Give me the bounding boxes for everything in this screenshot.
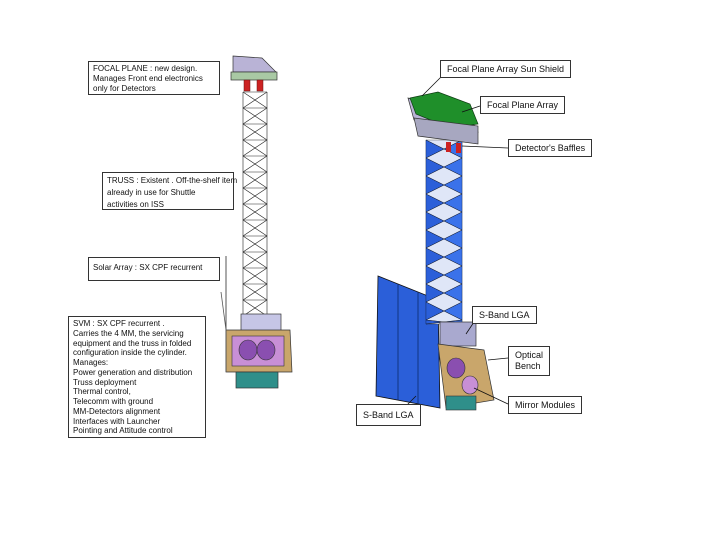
right-truss (425, 139, 463, 325)
callout-solar-array: Solar Array : SX CPF recurrent (88, 257, 220, 281)
right-mirror-module-2 (461, 375, 479, 395)
callout-solar-array-line: Solar Array : SX CPF recurrent (93, 263, 203, 272)
truss-brace (242, 155, 268, 173)
callout-svm-line: Pointing and Attitude control (73, 426, 173, 436)
callout-svm-line: Power generation and distribution (73, 367, 193, 377)
truss-brace (242, 91, 268, 109)
callout-svm-line: equipment and the truss in folded (73, 338, 192, 348)
leader-focal-plane-array (461, 105, 481, 113)
callout-svm-line: Manages: (73, 358, 109, 367)
callout-svm-line: Thermal control, (73, 387, 131, 397)
left-truss (242, 91, 268, 317)
label-detectors-baffles: Detector's Baffles (508, 139, 593, 157)
truss-brace (425, 265, 463, 285)
callout-svm: SVM : SX CPF recurrent . Carries the 4 M… (68, 316, 206, 438)
left-mirror-module-2 (256, 339, 276, 361)
truss-brace (425, 157, 463, 177)
truss-brace (242, 235, 268, 253)
right-svm-base (445, 395, 477, 411)
truss-brace (242, 251, 268, 269)
truss-brace (242, 267, 268, 285)
leader-sband-lga-top (465, 321, 475, 335)
truss-brace (425, 283, 463, 303)
callout-focal-plane-line: FOCAL PLANE : new design. (93, 64, 198, 73)
left-focal-plane-plate (230, 71, 278, 81)
truss-brace (425, 175, 463, 195)
truss-brace (242, 123, 268, 141)
callout-svm-line: Carries the 4 MM, the servicing (73, 328, 184, 338)
callout-truss-line: activities on ISS (107, 200, 164, 209)
callout-svm-line: Truss deployment (73, 377, 137, 387)
callout-svm-line: SVM : SX CPF recurrent . (73, 319, 165, 328)
callout-truss: TRUSS : Existent . Off-the-shelf item al… (102, 172, 238, 210)
truss-brace (425, 247, 463, 267)
truss-brace (425, 229, 463, 249)
label-mirror-modules: Mirror Modules (508, 396, 583, 414)
truss-brace (242, 107, 268, 125)
truss-brace (425, 211, 463, 231)
truss-brace (242, 139, 268, 157)
truss-brace (242, 219, 268, 237)
callout-focal-plane: FOCAL PLANE : new design. Manages Front … (88, 61, 220, 95)
right-detector-baffle-2 (456, 143, 461, 153)
right-focal-plane-array (409, 91, 479, 129)
label-optical-bench: Optical Bench (508, 346, 551, 376)
left-detector-baffle-2 (256, 79, 264, 92)
label-focal-plane-array: Focal Plane Array (480, 96, 566, 114)
callout-svm-line: configuration inside the cylinder. (73, 348, 187, 358)
callout-truss-line: TRUSS : Existent . Off-the-shelf item (107, 176, 238, 185)
truss-brace (242, 299, 268, 317)
left-detector-baffle-1 (243, 79, 251, 92)
callout-svm-line: Interfaces with Launcher (73, 416, 161, 426)
right-mirror-module-1 (446, 357, 466, 379)
left-svm-base (235, 371, 279, 389)
callout-focal-plane-line: only for Detectors (93, 84, 156, 93)
truss-brace (425, 193, 463, 213)
truss-brace (242, 203, 268, 221)
left-solar-array-edge-2 (220, 291, 227, 331)
right-svm-cylinder (439, 321, 477, 347)
truss-brace (425, 301, 463, 321)
callout-svm-line: MM-Detectors alignment (73, 406, 161, 416)
leader-optical-bench (487, 357, 509, 361)
truss-brace (242, 171, 268, 189)
callout-svm-line: Telecomm with ground (73, 397, 154, 406)
leader-mirror-modules (473, 387, 509, 405)
callout-focal-plane-line: Manages Front end electronics (93, 74, 203, 83)
truss-brace (242, 187, 268, 205)
truss-brace (242, 283, 268, 301)
label-sband-lga-bottom: S-Band LGA (356, 404, 421, 426)
label-sband-lga-top: S-Band LGA (472, 306, 537, 324)
label-optical-bench-line: Bench (515, 360, 541, 371)
right-detector-baffle-1 (446, 142, 451, 152)
right-focal-plane-housing (413, 117, 479, 145)
label-optical-bench-line: Optical (515, 350, 544, 360)
label-sun-shield: Focal Plane Array Sun Shield (440, 60, 572, 78)
leader-detectors-baffles (461, 145, 509, 149)
callout-truss-line: already in use for Shuttle (107, 188, 196, 197)
